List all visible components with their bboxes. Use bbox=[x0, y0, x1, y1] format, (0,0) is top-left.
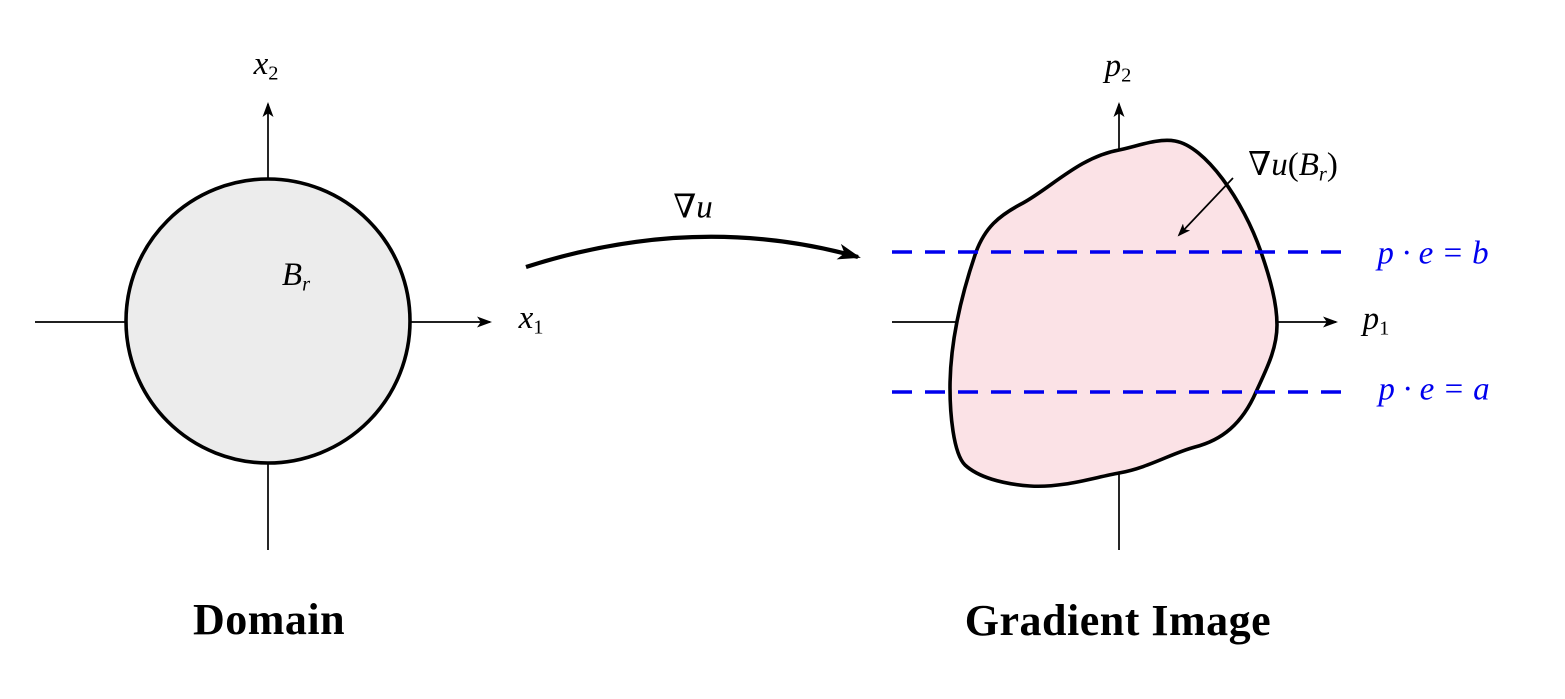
domain-ball bbox=[124, 177, 412, 465]
gradient-image-blob bbox=[948, 138, 1279, 489]
gradient-image-label: ∇u(Br) bbox=[1248, 143, 1338, 186]
p1-axis-label: p1 bbox=[1362, 300, 1390, 340]
gradient-map-label: ∇u bbox=[673, 186, 713, 226]
gradient-image-caption: Gradient Image bbox=[964, 596, 1272, 645]
hyperplane-a-label: p · e = a bbox=[1378, 371, 1490, 408]
image-label-arrow bbox=[1177, 177, 1234, 237]
hyperplane-b-label: p · e = b bbox=[1377, 235, 1489, 272]
p2-axis-label: p2 bbox=[1104, 47, 1132, 87]
x1-axis-label: x1 bbox=[518, 299, 544, 339]
ball-label: Br bbox=[281, 256, 311, 296]
domain-caption: Domain bbox=[192, 595, 346, 644]
gradient-map-arrow bbox=[525, 234, 861, 269]
x2-axis-label: x2 bbox=[253, 45, 279, 85]
